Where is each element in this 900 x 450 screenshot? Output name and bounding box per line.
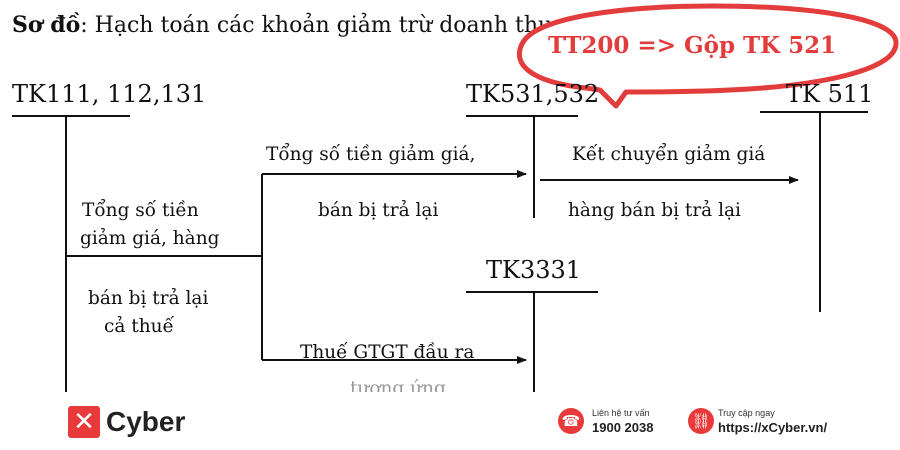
left-label-line3: bán bị trả lại (88, 288, 209, 309)
callout-bubble (516, 3, 899, 109)
title-rest: : Hạch toán các khoản giảm trừ doanh thu (80, 13, 553, 38)
link-icon[interactable]: ⛓ (688, 408, 714, 434)
website-label: Truy cập ngay (718, 408, 775, 418)
diagram-title: Sơ đồ: Hạch toán các khoản giảm trừ doan… (12, 12, 552, 38)
contact-phone[interactable]: 1900 2038 (592, 420, 654, 435)
left-label-line4: cả thuế (104, 316, 174, 337)
cyber-logo-text: Cyber (106, 406, 186, 437)
title-bold: Sơ đồ (12, 12, 81, 38)
left-label-line1: Tổng số tiền (82, 200, 199, 221)
cyber-logo-mark: ✕ (68, 406, 100, 438)
account-tk111-label: TK111, 112,131 (12, 80, 207, 108)
top-arrow-label-line2: bán bị trả lại (318, 200, 439, 221)
logo-x-icon: ✕ (73, 407, 95, 437)
left-label-line2: giảm giá, hàng (80, 228, 220, 249)
website-link[interactable]: https://xCyber.vn/ (718, 420, 828, 435)
footer-bar: ✕ Cyber ☎ Liên hệ tư vấn 1900 2038 ⛓ Tru… (0, 392, 900, 450)
account-tk531-label: TK531,532 (466, 80, 600, 108)
transfer-label-line1: Kết chuyển giảm giá (572, 144, 766, 165)
top-arrow-label-line1: Tổng số tiền giảm giá, (266, 144, 476, 165)
account-tk511-label: TK 511 (786, 80, 874, 108)
account-tk3331-label: TK3331 (486, 256, 582, 284)
transfer-label-line2: hàng bán bị trả lại (568, 200, 741, 221)
phone-icon[interactable]: ☎ (558, 408, 584, 434)
contact-label: Liên hệ tư vấn (592, 408, 650, 418)
callout-text: TT200 => Gộp TK 521 (548, 32, 837, 59)
vat-label-line1: Thuế GTGT đầu ra (300, 342, 475, 363)
